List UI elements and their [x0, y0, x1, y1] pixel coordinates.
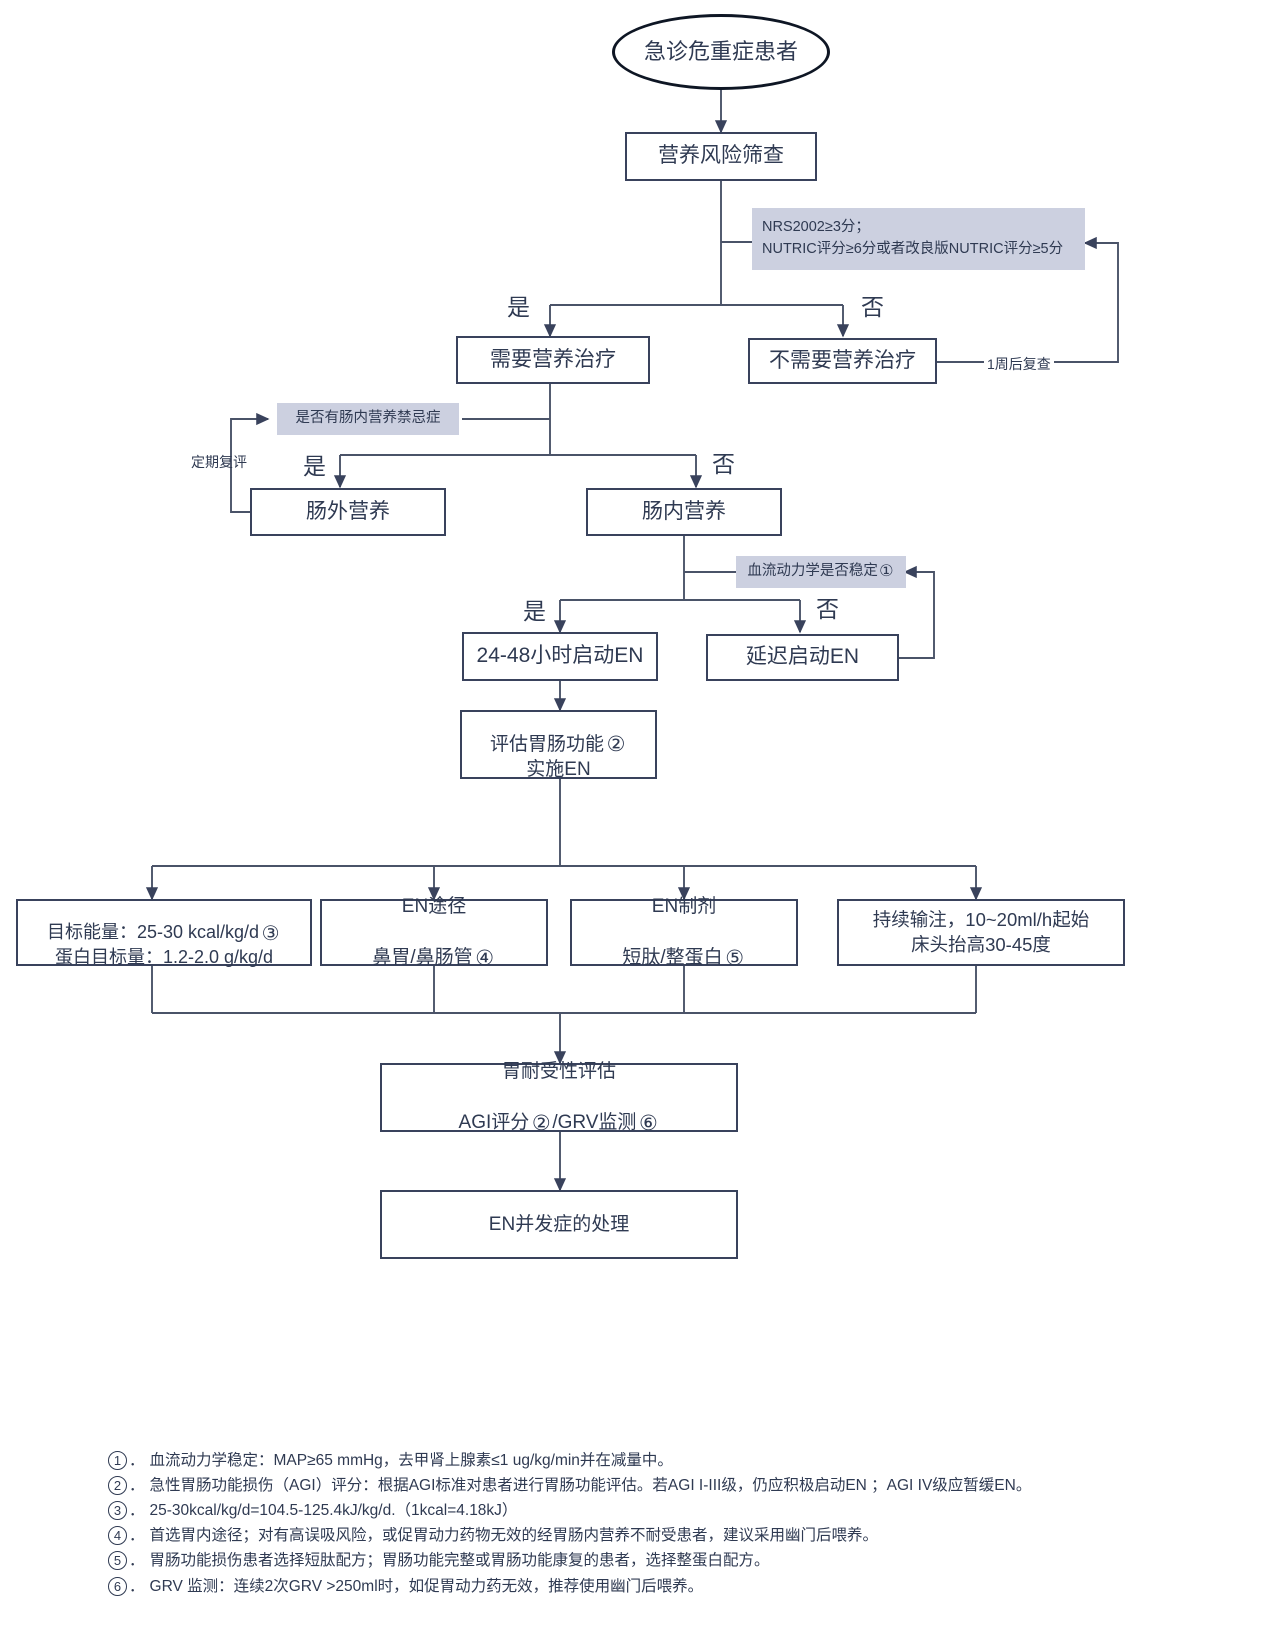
footnote-number: 3 — [108, 1501, 127, 1521]
node-parenteral-nutrition[interactable]: 肠外营养 — [250, 488, 446, 536]
edge-label-no-2: 否 — [712, 451, 735, 477]
footnote-number: 4 — [108, 1526, 127, 1546]
node-start[interactable]: 急诊危重症患者 — [612, 14, 830, 90]
edge-label-yes-1: 是 — [507, 294, 530, 320]
footnote-ref-6: ⑥ — [639, 1112, 658, 1135]
footnotes-list: 1 ． 血流动力学稳定：MAP≥65 mmHg，去甲肾上腺素≤1 ug/kg/m… — [108, 1448, 1188, 1599]
condition-nrs-nutric[interactable]: NRS2002≥3分； NUTRIC评分≥6分或者改良版NUTRIC评分≥5分 — [752, 208, 1085, 270]
footnote-text: 血流动力学稳定：MAP≥65 mmHg，去甲肾上腺素≤1 ug/kg/min并在… — [149, 1452, 673, 1469]
node-nutrition-risk-screening[interactable]: 营养风险筛查 — [625, 132, 817, 181]
en-formula-text: 短肽/整蛋白 — [622, 947, 723, 969]
footnote-number: 6 — [108, 1576, 127, 1596]
footnote-number: 5 — [108, 1551, 127, 1571]
footnote-item: 3 ． 25-30kcal/kg/d=104.5-125.4kJ/kg/d.（1… — [108, 1498, 1188, 1523]
footnote-ref-2: ② — [606, 733, 626, 757]
tolerance-agi-text: AGI评分 — [458, 1112, 530, 1134]
en-route-text: 鼻胃/鼻肠管 — [372, 947, 473, 969]
footnote-ref-4: ④ — [475, 947, 495, 970]
node-start-en-24-48h[interactable]: 24-48小时启动EN — [462, 632, 658, 681]
node-assess-gi-line2: 实施EN — [526, 759, 591, 781]
footnote-ref-2b: ② — [531, 1112, 551, 1135]
edge-label-no-3: 否 — [816, 596, 839, 622]
footnote-dot: ． — [129, 1477, 145, 1495]
en-route-line1: EN途径 — [401, 896, 467, 918]
node-enteral-nutrition[interactable]: 肠内营养 — [586, 488, 782, 536]
footnote-item: 6 ． GRV 监测：连续2次GRV >250ml时，如促胃动力药无效，推荐使用… — [108, 1574, 1188, 1599]
footnote-dot: ． — [129, 1452, 145, 1469]
edge-label-periodic-review: 定期复评 — [191, 454, 247, 470]
footnote-ref-1: ① — [879, 562, 894, 580]
footnote-number: 2 — [108, 1476, 127, 1496]
footnote-item: 4 ． 首选胃内途径；对有高误吸风险，或促胃动力药物无效的经胃肠内营养不耐受患者… — [108, 1523, 1188, 1548]
footnote-ref-3: ③ — [261, 922, 280, 945]
footnote-text: 胃肠功能损伤患者选择短肽配方；胃肠功能完整或胃肠功能康复的患者，选择整蛋白配方。 — [149, 1552, 770, 1570]
node-needs-nutrition-therapy[interactable]: 需要营养治疗 — [456, 336, 650, 384]
condition-hemodynamic-text: 血流动力学是否稳定 — [747, 563, 878, 580]
node-continuous-infusion[interactable]: 持续输注，10~20ml/h起始 床头抬高30-45度 — [837, 899, 1125, 966]
footnote-dot: ． — [129, 1527, 145, 1545]
infusion-line1: 持续输注，10~20ml/h起始 — [872, 908, 1090, 930]
node-no-nutrition-therapy[interactable]: 不需要营养治疗 — [748, 338, 937, 384]
condition-nrs-line2: NUTRIC评分≥6分或者改良版NUTRIC评分≥5分 — [762, 241, 1064, 257]
condition-en-contraindication[interactable]: 是否有肠内营养禁忌症 — [277, 403, 459, 435]
footnote-text: 急性胃肠功能损伤（AGI）评分：根据AGI标准对患者进行胃肠功能评估。若AGI … — [149, 1477, 1032, 1495]
footnote-dot: ． — [129, 1502, 145, 1520]
footnote-text: 首选胃内途径；对有高误吸风险，或促胃动力药物无效的经胃肠内营养不耐受患者，建议采… — [149, 1527, 879, 1545]
edge-label-no-1: 否 — [861, 294, 884, 320]
node-delay-en[interactable]: 延迟启动EN — [706, 634, 899, 681]
footnote-ref-5: ⑤ — [725, 947, 745, 970]
edge-label-yes-3: 是 — [523, 598, 546, 624]
footnote-text: GRV 监测：连续2次GRV >250ml时，如促胃动力药无效，推荐使用幽门后喂… — [149, 1577, 704, 1595]
target-protein-line2: 蛋白目标量：1.2-2.0 g/kg/d — [54, 946, 274, 967]
target-energy-text: 目标能量：25-30 kcal/kg/d — [46, 922, 260, 943]
infusion-line2: 床头抬高30-45度 — [911, 933, 1051, 955]
condition-nrs-line1: NRS2002≥3分； — [762, 219, 870, 236]
assess-gi-text: 评估胃肠功能 — [489, 733, 604, 755]
footnote-number: 1 — [108, 1451, 127, 1470]
node-en-complications[interactable]: EN并发症的处理 — [380, 1190, 738, 1259]
footnote-dot: ． — [129, 1577, 145, 1595]
footnote-item: 5 ． 胃肠功能损伤患者选择短肽配方；胃肠功能完整或胃肠功能康复的患者，选择整蛋… — [108, 1548, 1188, 1573]
en-formula-line1: EN制剂 — [651, 896, 717, 918]
edge-label-yes-2: 是 — [303, 453, 326, 479]
footnote-item: 1 ． 血流动力学稳定：MAP≥65 mmHg，去甲肾上腺素≤1 ug/kg/m… — [108, 1448, 1188, 1473]
edge-label-recheck-one-week: 1周后复查 — [984, 354, 1054, 374]
footnote-dot: ． — [129, 1552, 145, 1570]
tolerance-line1: 胃耐受性评估 — [501, 1061, 616, 1083]
footnote-text: 25-30kcal/kg/d=104.5-125.4kJ/kg/d.（1kcal… — [149, 1502, 518, 1520]
footnote-item: 2 ． 急性胃肠功能损伤（AGI）评分：根据AGI标准对患者进行胃肠功能评估。若… — [108, 1473, 1188, 1498]
tolerance-grv-text: /GRV监测 — [552, 1112, 637, 1134]
